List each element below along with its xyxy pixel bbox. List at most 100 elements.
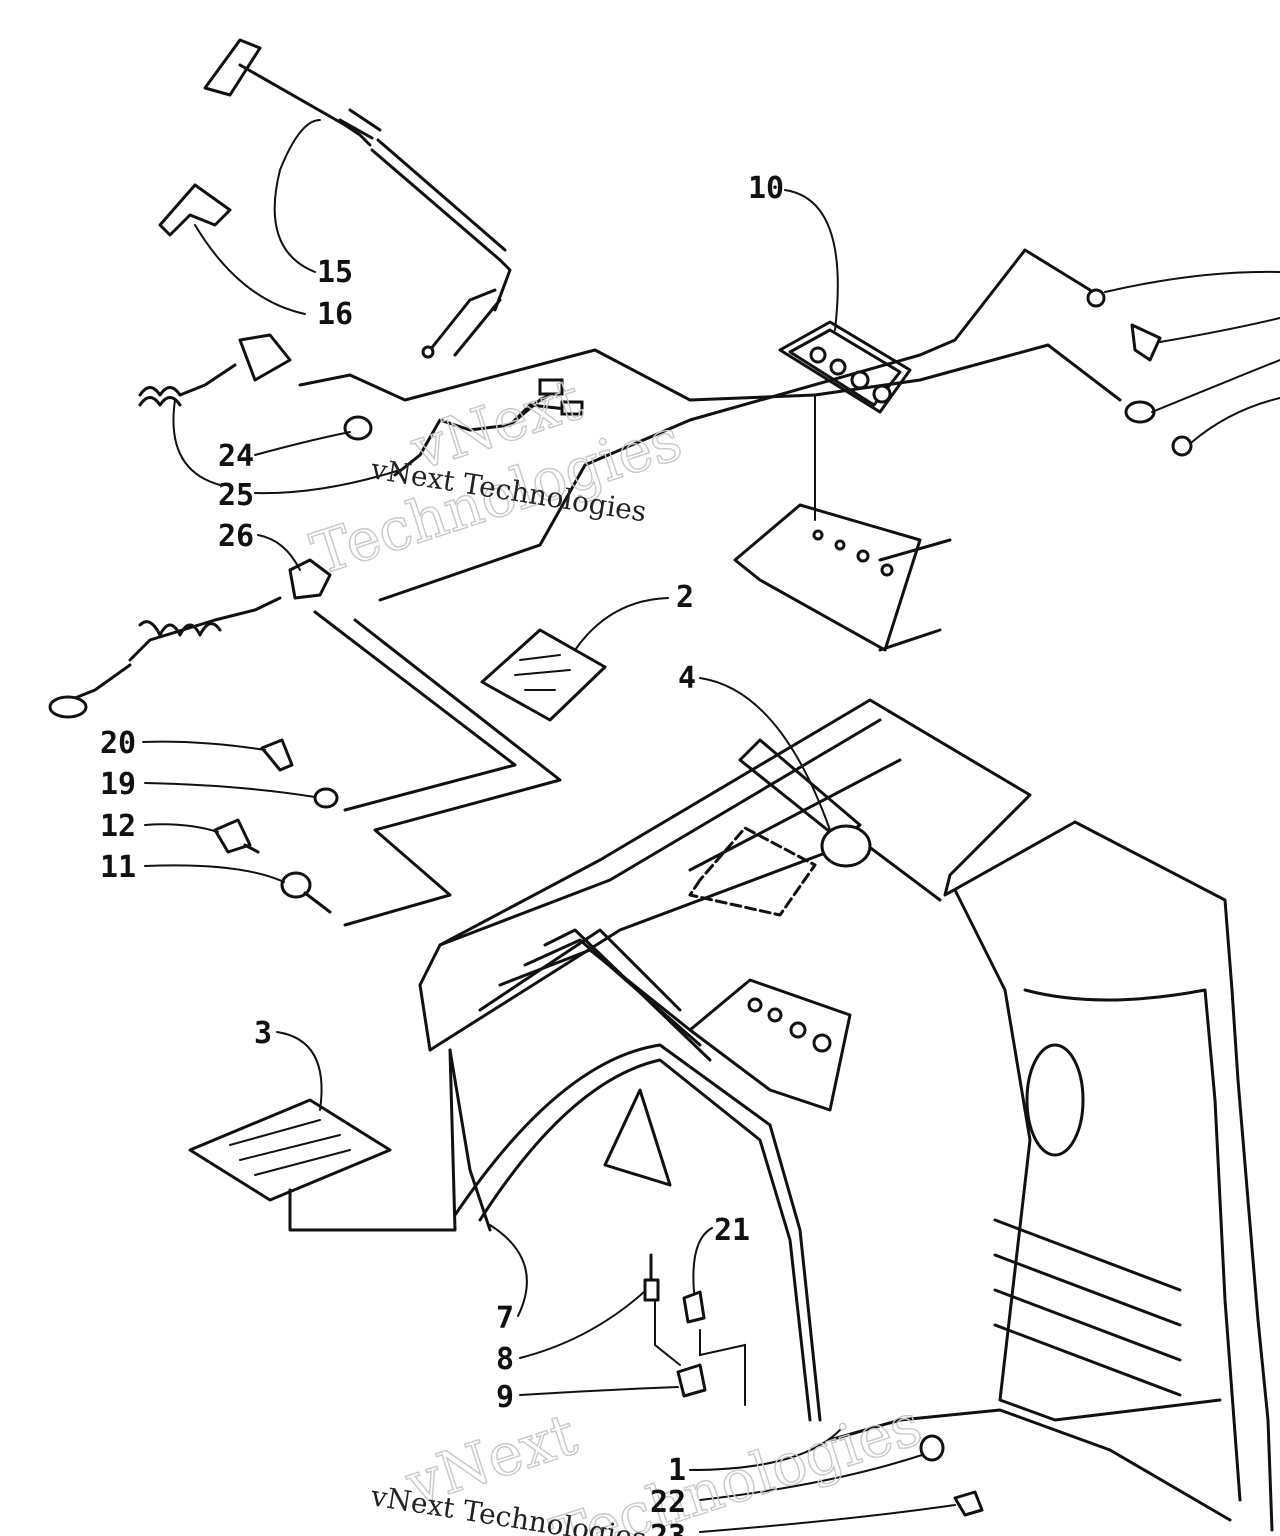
part-3-label [188,1098,392,1202]
grille-vent-3 [523,938,702,1047]
grille-vent-4 [543,928,712,1062]
callout-4: 4 [678,661,696,696]
part-16-throttle-lever [158,183,232,237]
leader-9 [519,1386,679,1396]
part-right-hardware [1086,288,1193,457]
hood-console-gauge-2 [767,1007,783,1023]
inset-dash-hole-3 [856,549,870,563]
callout-11: 11 [100,850,136,885]
grille-vent-1 [478,928,682,1012]
leader-8 [519,1291,645,1359]
callout-10: 10 [748,171,784,206]
leader-3 [276,1031,323,1111]
part-22-grommet [919,1434,945,1462]
hood-shield-ridge [428,838,942,1052]
frame-lower-left [288,1048,457,1232]
frame-upper-zigzag-2 [378,248,1092,602]
callout-25: 25 [218,478,254,513]
part-21-clip [682,1290,706,1324]
callout-8: 8 [496,1342,514,1377]
leader-right-2 [1159,317,1280,343]
side-grommet [1025,1043,1085,1157]
leader-22 [699,1454,923,1501]
part-ignition-upper [138,333,292,407]
callout-24: 24 [218,439,254,474]
part-2-decal [480,628,607,722]
inset-dash-hole-1 [812,529,824,541]
hood-side-panel [448,888,1222,1422]
callout-9: 9 [496,1380,514,1415]
side-louver-1 [993,1218,1182,1292]
leader-23 [699,1504,956,1533]
windshield-wedge [603,1088,672,1187]
hood-console [688,978,852,1112]
part-20-screw [260,738,294,772]
callout-12: 12 [100,809,136,844]
leader-19 [144,782,316,798]
side-louver-4 [993,1323,1182,1397]
leader-25 [172,399,401,495]
bracket-9-21-line [699,1329,746,1406]
inset-dash-hole-4 [880,563,894,577]
part-23-screw [953,1490,984,1517]
side-louver-3 [993,1288,1182,1362]
hood-console-gauge-1 [747,997,763,1013]
callout-3: 3 [254,1016,272,1051]
callout-20: 20 [100,726,136,761]
callout-23: 23 [650,1519,686,1536]
leader-2 [574,597,669,651]
hood-decal-recess [688,826,817,917]
leader-11 [144,864,285,883]
frame-left-zigzag [313,610,562,927]
frame-upper-zigzag [298,343,1122,402]
leader-right-4 [1191,397,1280,443]
part-15-throttle-cable [203,38,512,359]
callout-16: 16 [317,297,353,332]
leader-12 [144,823,219,833]
leader-1 [689,1429,841,1471]
leader-21 [692,1227,713,1293]
leader-26 [257,534,301,571]
hood-inner-curve [1023,988,1242,1502]
callout-21: 21 [714,1213,750,1248]
part-8-rivet [643,1253,660,1302]
leader-15 [273,119,321,273]
leader-24 [254,431,351,456]
leader-10 [784,189,839,331]
callout-2: 2 [676,580,694,615]
hood-console-gauge-4 [812,1033,832,1053]
callout-26: 26 [218,519,254,554]
callout-15: 15 [317,255,353,290]
part-25-harness [393,378,584,477]
part-9-bracket [676,1363,707,1398]
callout-22: 22 [650,1485,686,1520]
hood-console-gauge-3 [789,1021,807,1039]
part-19-washer [313,787,339,809]
inset-dash-view [733,503,952,652]
callout-19: 19 [100,767,136,802]
leader-16 [194,224,306,315]
windshield-seal [453,1043,822,1422]
part-12-switch [213,818,260,854]
steering-post-hole [820,824,872,868]
callout-7: 7 [496,1301,514,1336]
callout-1: 1 [668,1453,686,1488]
part-11-knob [280,871,332,914]
leader-right-3 [1151,359,1280,413]
leader-right-1 [1104,270,1280,293]
hood-bottom-edge [828,1408,1232,1522]
part-10-switch-bezel [778,320,912,414]
inset-dash-hole-2 [834,539,846,551]
watermark-word-bottom: Technologies [543,1390,929,1536]
windshield-slot [738,738,862,842]
side-louver-2 [993,1253,1182,1327]
leader-7 [489,1224,528,1317]
leader-20 [142,740,266,751]
leader-4 [699,677,831,831]
bracket-8-9-line [654,1299,681,1366]
hood-outline [418,698,1274,1532]
part-24-washer [343,415,373,441]
part-26-tether [48,558,332,719]
